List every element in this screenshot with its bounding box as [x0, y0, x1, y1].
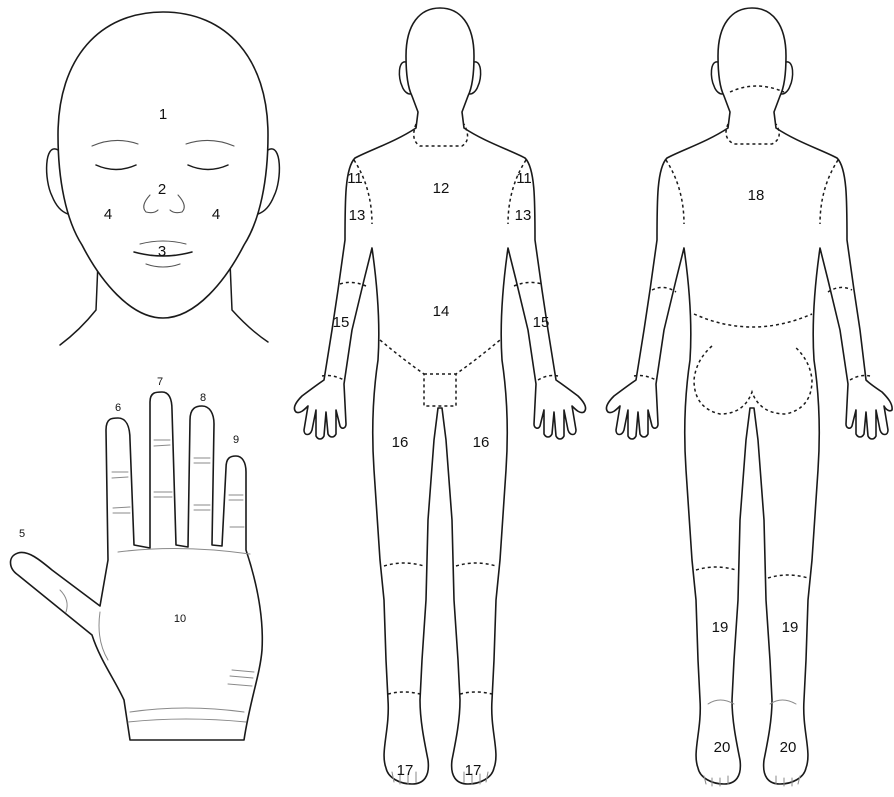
region-label-2: 2 — [158, 181, 166, 198]
region-label-18: 18 — [748, 187, 765, 204]
back-body-illustration — [606, 8, 892, 786]
front-body-outline — [294, 8, 585, 784]
region-label-20-left: 20 — [714, 739, 731, 756]
region-label-19-right: 19 — [782, 619, 799, 636]
region-label-16-right: 16 — [473, 434, 490, 451]
region-label-7: 7 — [157, 376, 163, 388]
region-label-11-left: 11 — [347, 170, 363, 187]
region-label-9: 9 — [233, 434, 239, 446]
hand-outline — [11, 392, 263, 740]
region-label-13-right: 13 — [515, 207, 532, 224]
region-label-14: 14 — [433, 303, 450, 320]
region-label-5: 5 — [19, 528, 25, 540]
region-label-15-right: 15 — [533, 314, 550, 331]
region-label-12: 12 — [433, 180, 450, 197]
region-label-6: 6 — [115, 402, 121, 414]
region-label-11-right: 11 — [516, 170, 532, 187]
face-illustration — [47, 12, 280, 345]
front-body-illustration — [294, 8, 585, 784]
hand-illustration — [11, 392, 263, 740]
region-label-20-right: 20 — [780, 739, 797, 756]
region-label-16-left: 16 — [392, 434, 409, 451]
region-label-13-left: 13 — [349, 207, 366, 224]
back-body-outline — [606, 8, 892, 784]
region-label-17-left: 17 — [397, 762, 414, 779]
face-neck-left — [60, 262, 98, 345]
region-label-10: 10 — [174, 613, 186, 625]
region-label-15-left: 15 — [333, 314, 350, 331]
region-label-4-right: 4 — [212, 206, 220, 223]
face-neck-right — [230, 262, 268, 342]
head-outline — [58, 12, 268, 318]
region-label-1: 1 — [159, 106, 167, 123]
region-label-19-left: 19 — [712, 619, 729, 636]
region-label-4-left: 4 — [104, 206, 112, 223]
region-label-3: 3 — [158, 243, 166, 260]
region-label-17-right: 17 — [465, 762, 482, 779]
region-label-8: 8 — [200, 392, 206, 404]
